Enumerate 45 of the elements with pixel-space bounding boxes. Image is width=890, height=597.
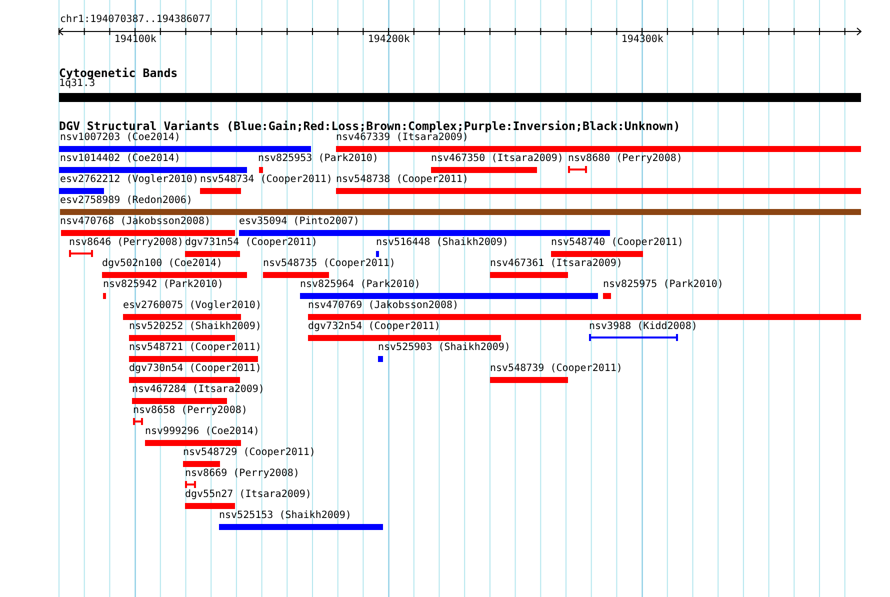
feature-label: nsv548738 (Cooper2011) — [336, 174, 468, 186]
feature-label: nsv8680 (Perry2008) — [568, 153, 682, 165]
feature-label: 1q31.3 — [59, 78, 96, 90]
feature-label: nsv467361 (Itsara2009) — [490, 258, 622, 270]
coordinate-range: chr1:194070387..194386077 — [60, 14, 211, 26]
feature-label: nsv525903 (Shaikh2009) — [378, 342, 510, 354]
feature-label: esv35094 (Pinto2007) — [239, 216, 360, 228]
tick-label: 194300k — [621, 34, 664, 46]
feature-label: nsv548740 (Cooper2011) — [551, 237, 684, 249]
feature-label: nsv470769 (Jakobsson2008) — [308, 300, 459, 312]
feature-label: nsv1007203 (Coe2014) — [60, 132, 180, 144]
feature-label: esv2762212 (Vogler2010) — [60, 174, 198, 186]
feature-label: nsv548721 (Cooper2011) — [129, 342, 262, 354]
feature-label: nsv3988 (Kidd2008) — [589, 321, 698, 333]
feature-label: nsv548735 (Cooper2011) — [263, 258, 396, 270]
track-heading: DGV Structural Variants (Blue:Gain;Red:Loss;Brown:Complex;Purple:Inversion;Black:Unknown) — [59, 120, 680, 132]
feature-label: dgv731n54 (Cooper2011) — [185, 237, 318, 249]
feature-label: nsv548729 (Cooper2011) — [183, 447, 316, 459]
feature-label: dgv55n27 (Itsara2009) — [185, 489, 312, 501]
feature-label: esv2758989 (Redon2006) — [60, 195, 192, 207]
track-heading: Cytogenetic Bands — [59, 67, 178, 79]
feature-label: nsv825964 (Park2010) — [300, 279, 420, 291]
feature-label: nsv516448 (Shaikh2009) — [376, 237, 508, 249]
tick-label: 194100k — [114, 34, 156, 46]
feature-label: nsv999296 (Coe2014) — [145, 426, 260, 438]
feature-label: nsv525153 (Shaikh2009) — [219, 510, 352, 522]
feature-label: nsv548739 (Cooper2011) — [490, 363, 622, 375]
feature-label: esv2760075 (Vogler2010) — [123, 300, 262, 312]
feature-label: nsv470768 (Jakobsson2008) — [60, 216, 211, 228]
feature-label: nsv8658 (Perry2008) — [133, 405, 248, 417]
feature-label: nsv825942 (Park2010) — [103, 279, 224, 291]
feature-label: dgv732n54 (Cooper2011) — [308, 321, 440, 333]
tick-label: 194200k — [368, 34, 410, 46]
feature-label: nsv467284 (Itsara2009) — [132, 384, 264, 396]
feature-label: nsv8646 (Perry2008) — [69, 237, 184, 249]
feature-label: nsv825953 (Park2010) — [258, 153, 378, 165]
feature-label: nsv8669 (Perry2008) — [185, 468, 300, 480]
feature-label: nsv467350 (Itsara2009) — [431, 153, 564, 165]
feature-label: nsv467339 (Itsara2009) — [336, 132, 468, 144]
feature-label: dgv730n54 (Cooper2011) — [129, 363, 262, 375]
feature-label: nsv825975 (Park2010) — [603, 279, 724, 291]
feature-label: nsv1014402 (Coe2014) — [60, 153, 180, 165]
feature-label: dgv502n100 (Coe2014) — [102, 258, 222, 270]
feature-label: nsv520252 (Shaikh2009) — [129, 321, 262, 333]
feature-label: nsv548734 (Cooper2011) — [200, 174, 332, 186]
